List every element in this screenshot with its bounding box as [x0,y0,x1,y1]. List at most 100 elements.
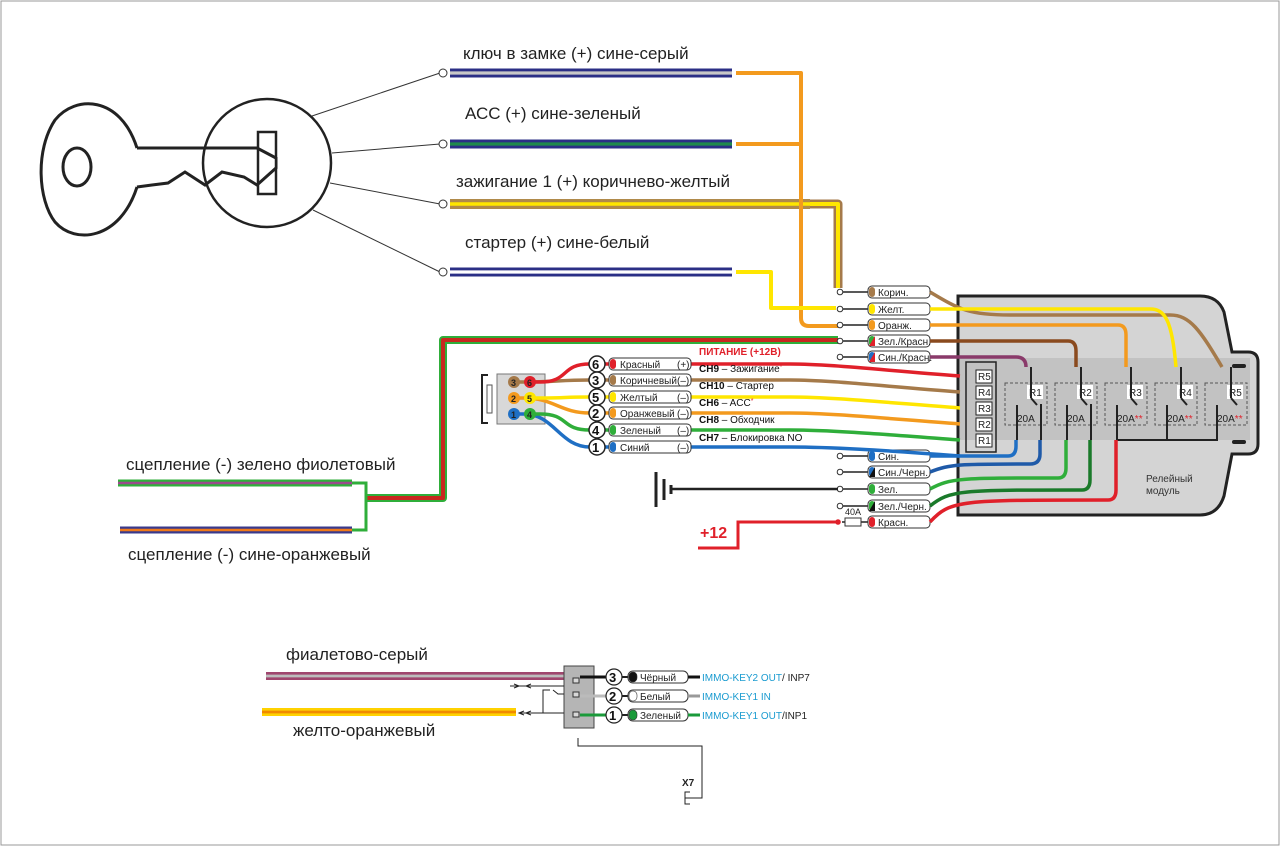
pin-color-name: Желтый [620,393,658,404]
plus12-wire [698,520,838,550]
relay-module: Релейный модуль [956,294,1260,517]
module-output-0-label: Син. [878,452,899,463]
wire-label-immo-2: желто-оранжевый [293,721,435,740]
wire-label-key-in-lock: ключ в замке (+) сине-серый [463,44,689,63]
module-wire [929,290,1224,368]
module-input-0-label: Корич. [878,288,909,299]
harness-wire [690,445,961,458]
input-block [975,433,993,448]
relay-module-title-2: модуль [1146,486,1180,497]
pin-number: 4 [592,423,600,438]
terminal-icon [836,337,844,345]
pin-number: 1 [609,708,616,723]
relay-rating: 20A [1067,414,1085,425]
clutch-wires [118,479,352,534]
pin-number: 3 [609,670,616,685]
input-block-label: R4 [978,388,991,399]
module-input-4: Син./Красн. [867,350,932,364]
relay-name: R1 [1029,388,1042,399]
wire-label-clutch-2: сцепление (-) сине-оранжевый [128,545,371,564]
channel-label: CH7 – Блокировка NO [699,433,803,444]
pin-polarity: (–) [677,409,689,420]
key-lock-icon [39,97,333,237]
channel-label: CH8 – Обходчик [699,414,775,426]
clutch-junction [352,481,368,532]
module-output-3: Зел./Черн. [867,499,931,513]
connector-x7-label: X7 [682,778,695,789]
module-output-1: Син./Черн. [867,465,931,479]
terminal-icon [836,305,844,313]
harness-wire [690,428,961,442]
module-wire [930,339,1078,367]
connector-pin [508,408,520,420]
wire-label-acc: АСС (+) сине-зеленый [465,104,641,123]
module-input-3-label: Зел./Красн. [878,337,931,348]
harness-wires [514,362,961,458]
pin-polarity: (–) [677,426,689,437]
module-internal-wires [928,290,1224,524]
harness-pin-3: 3 Коричневый(–) [588,371,692,389]
channel-label: ПИТАНИЕ (+12В) [699,347,781,358]
pin-color-name: Белый [640,692,670,703]
wire-label-immo-1: фиалетово-серый [286,645,428,664]
module-wire [929,440,1042,474]
pin-color-name: Коричневый [620,376,677,387]
immo-wires [262,672,580,716]
immo-signal: IMMO-KEY1 OUT/INP1 [702,711,807,722]
module-wire [930,440,1018,458]
terminal-icon [836,288,844,296]
fuse-icon: 40A [844,507,862,527]
wire-label-ignition: зажигание 1 (+) коричнево-желтый [456,172,730,191]
module-input-2: Оранж. [867,318,931,332]
pin-color-name: Зеленый [620,426,661,437]
immo-connector: X7 [510,665,703,805]
pin-polarity: (–) [677,376,689,387]
module-wire [930,355,1028,368]
module-input-1: Желт. [867,302,931,316]
harness-pin-4: 4 Зеленый (–) [588,421,692,439]
ignition-wires [450,68,810,277]
module-input-4-label: Син./Красн. [878,353,932,364]
harness-wire [690,395,961,410]
harness-wire [690,378,961,394]
pin-number: 2 [609,689,616,704]
relay-rating: 20A** [1167,414,1193,425]
connector-pin-number: 1 [511,410,516,420]
pin-color-name: Красный [620,360,660,371]
terminal-icon [836,452,844,460]
pin-number: 1 [592,440,599,455]
connector-pin [508,376,520,388]
pin-number: 3 [592,373,599,388]
channel-label: CH6 – ACC* [699,398,754,409]
connector-pin-number: 6 [527,378,532,388]
wire-label-clutch-1: сцепление (-) зелено фиолетовый [126,455,395,474]
relay-name: R4 [1179,388,1192,399]
module-output-2: Зел. [867,482,931,496]
connector-pin [524,408,536,420]
relay-name: R5 [1229,388,1242,399]
terminal-icon [836,353,844,361]
pin-color-name: Синий [620,443,650,454]
lock-leads [311,68,448,277]
relay-rating: 20A** [1217,414,1243,425]
relay-name: R3 [1129,388,1142,399]
plus12-label: +12 [700,525,727,542]
channel-label: CH9 – Зажигание* [699,364,783,375]
input-block-label: R3 [978,404,991,415]
connector-pin-number: 5 [527,394,532,404]
module-input-0: Корич. [867,285,931,299]
wire-label-starter: стартер (+) сине-белый [465,233,649,252]
ignition-routing [365,71,843,502]
module-output-2-label: Зел. [878,485,898,496]
